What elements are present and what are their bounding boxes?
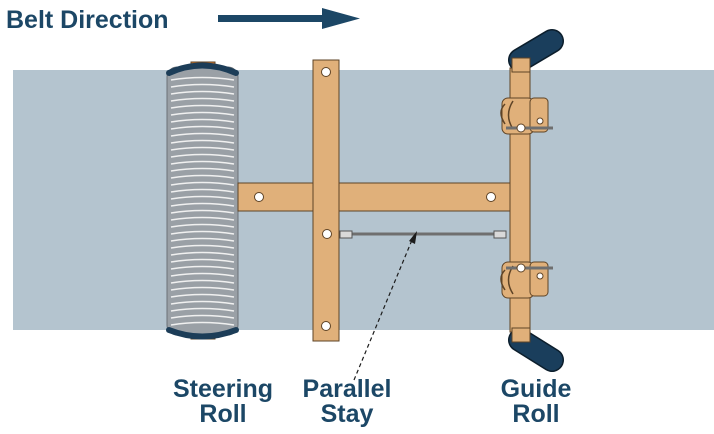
roll-groove — [170, 118, 235, 123]
guide-roll-handle-bottom — [508, 327, 564, 372]
main-arm — [237, 182, 512, 212]
guide-roll-handle-top — [508, 29, 564, 73]
roll-groove — [170, 209, 235, 214]
roll-groove — [170, 146, 235, 151]
main-arm-hole-left — [254, 192, 264, 202]
roll-groove — [170, 97, 235, 102]
steering-roll-top-rim — [166, 62, 239, 76]
roll-groove — [170, 76, 235, 81]
main-arm-hole-right — [486, 192, 496, 202]
roll-groove — [170, 321, 235, 326]
roll-groove — [170, 160, 235, 165]
stay-pivot-hole — [322, 229, 332, 239]
steering-roll-label: Steering Roll — [153, 377, 293, 427]
roll-groove — [170, 139, 235, 144]
parallel-stay-label-line2: Stay — [320, 400, 374, 428]
roll-groove — [170, 132, 235, 137]
roll-groove — [170, 111, 235, 116]
belt-direction-arrow — [218, 8, 360, 29]
roll-groove — [170, 216, 235, 221]
roll-groove — [170, 153, 235, 158]
roll-groove — [170, 293, 235, 298]
stay-mount-hole-bottom — [321, 321, 331, 331]
roll-groove — [170, 202, 235, 207]
roll-groove — [170, 286, 235, 291]
roll-groove — [170, 83, 235, 88]
steering-roll — [166, 61, 239, 340]
steering-roll-bottom-rim — [166, 327, 239, 340]
stay-mount-bar — [312, 59, 340, 342]
roll-groove — [170, 181, 235, 186]
steering-roll-grooves — [170, 76, 235, 326]
roll-groove — [170, 307, 235, 312]
guide-roll-label-line1: Guide — [500, 375, 572, 403]
parallel-stay-leader-arrowhead — [409, 231, 417, 244]
roll-groove — [170, 195, 235, 200]
roll-groove — [170, 104, 235, 109]
roll-groove — [170, 230, 235, 235]
roll-groove — [170, 223, 235, 228]
roll-groove — [170, 251, 235, 256]
roll-groove — [170, 272, 235, 277]
roll-groove — [170, 244, 235, 249]
parallel-stay-label: Parallel Stay — [277, 377, 417, 427]
roll-groove — [170, 90, 235, 95]
roll-groove — [170, 279, 235, 284]
roll-groove — [170, 258, 235, 263]
stay-mount-hole-top — [321, 67, 331, 77]
roll-groove — [170, 188, 235, 193]
parallel-stay-leader-line — [353, 239, 413, 381]
belt-direction-label: Belt Direction — [6, 6, 169, 34]
guide-roll-label-line2: Roll — [512, 400, 560, 428]
steering-roll-label-line2: Roll — [199, 400, 247, 428]
lower-clamp — [500, 261, 553, 299]
roll-groove — [170, 314, 235, 319]
roll-groove — [170, 174, 235, 179]
steering-roll-label-line1: Steering — [172, 375, 274, 403]
upper-clamp — [500, 97, 553, 135]
roll-groove — [170, 265, 235, 270]
guide-roll-label: Guide Roll — [466, 377, 606, 427]
parallel-stay-label-line1: Parallel — [302, 375, 392, 403]
roll-groove — [170, 167, 235, 172]
roll-groove — [170, 125, 235, 130]
roll-groove — [170, 300, 235, 305]
roll-groove — [170, 237, 235, 242]
